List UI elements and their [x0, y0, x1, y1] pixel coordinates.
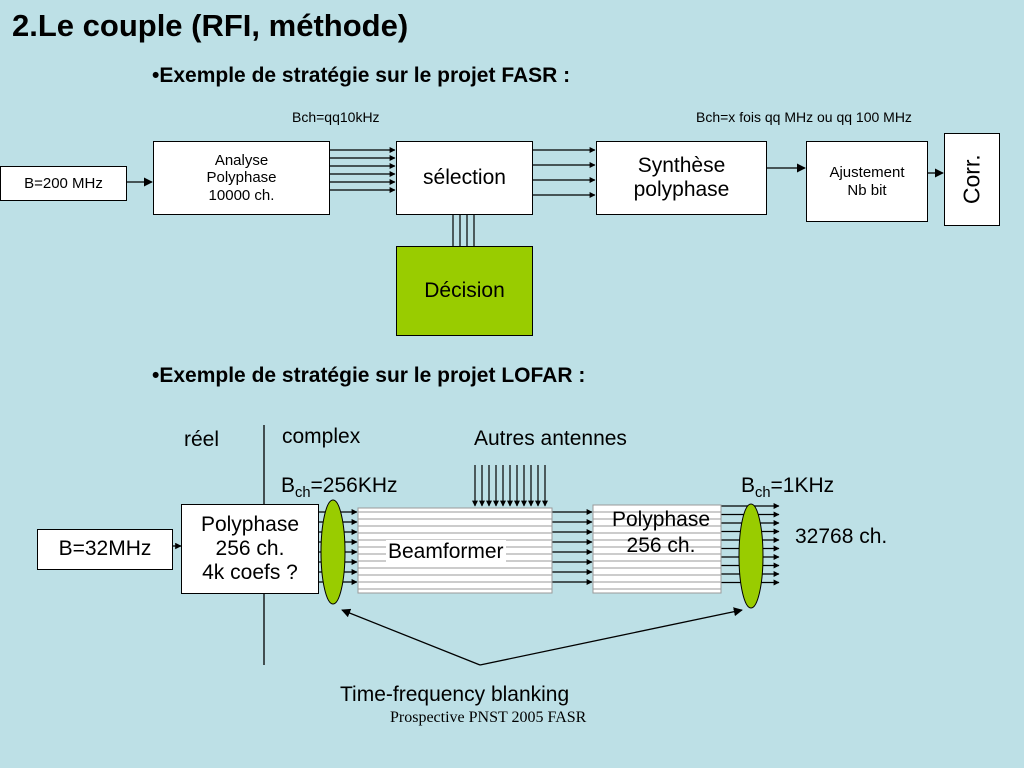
fasr-bch-right-label: Bch=x fois qq MHz ou qq 100 MHz: [696, 109, 912, 125]
fasr-adjust-label: Ajustement Nb bit: [829, 164, 905, 199]
fasr-adjust-box: Ajustement Nb bit: [806, 141, 928, 222]
fasr-selection-box: sélection: [396, 141, 533, 215]
lofar-input-box: B=32MHz: [37, 529, 173, 570]
fasr-synthesis-box: Synthèse polyphase: [596, 141, 767, 215]
lofar-bch1-sub: ch: [295, 485, 311, 502]
footer-text: Prospective PNST 2005 FASR: [390, 709, 587, 726]
blanking-ellipse-left: [320, 499, 346, 605]
fasr-decision-label: Décision: [424, 278, 505, 302]
fasr-corr-box: Corr.: [944, 133, 1000, 226]
page-title: 2.Le couple (RFI, méthode): [12, 8, 409, 43]
lofar-polyphase1-label: Polyphase 256 ch. 4k coefs ?: [200, 512, 300, 585]
fasr-heading: •Exemple de stratégie sur le projet FASR…: [152, 64, 571, 87]
lofar-bch-256-label: Bch=256KHz: [281, 474, 398, 501]
fasr-analysis-label: Analyse Polyphase 10000 ch.: [206, 152, 277, 204]
bus-beamformer-polyphase2: [552, 509, 593, 585]
fasr-input-box: B=200 MHz: [0, 166, 127, 201]
fasr-analysis-box: Analyse Polyphase 10000 ch.: [153, 141, 330, 215]
fasr-synthesis-label: Synthèse polyphase: [633, 153, 730, 201]
bus-selection-synthesis: [533, 147, 596, 198]
bus-analysis-selection: [330, 147, 396, 193]
arrow-blanking-left: [341, 608, 481, 666]
lofar-heading: •Exemple de stratégie sur le projet LOFA…: [152, 364, 586, 387]
fasr-heading-text: Exemple de stratégie sur le projet FASR …: [159, 64, 571, 87]
lofar-beamformer-label: Beamformer: [386, 540, 506, 564]
lofar-bch2-sub: ch: [755, 485, 771, 502]
lofar-heading-text: Exemple de stratégie sur le projet LOFAR…: [159, 364, 586, 387]
lofar-polyphase1-box: Polyphase 256 ch. 4k coefs ?: [181, 504, 319, 594]
blanking-ellipse-right: [738, 503, 764, 609]
lofar-bch2-suffix: =1KHz: [770, 474, 835, 497]
polyphase2-box: [592, 504, 722, 594]
lofar-bch2-prefix: B: [741, 474, 756, 497]
lofar-input-label: B=32MHz: [58, 537, 152, 561]
lofar-bch-1k-label: Bch=1KHz: [741, 474, 834, 501]
polyphase2-channel-lines: [593, 511, 721, 590]
lofar-channels-label: 32768 ch.: [795, 525, 888, 548]
bus-other-antennas: [472, 465, 548, 507]
arrow-blanking-right: [479, 607, 743, 666]
fasr-bch-left-label: Bch=qq10kHz: [292, 109, 380, 125]
fasr-selection-label: sélection: [423, 165, 506, 189]
lofar-other-antennas-label: Autres antennes: [474, 427, 627, 450]
lofar-bch1-suffix: =256KHz: [310, 474, 398, 497]
lofar-bch1-prefix: B: [281, 474, 296, 497]
lofar-blanking-label: Time-frequency blanking: [340, 683, 570, 706]
lofar-complex-label: complex: [282, 425, 361, 448]
lofar-real-label: réel: [184, 428, 220, 451]
fasr-decision-box: Décision: [396, 246, 533, 336]
fasr-input-label: B=200 MHz: [24, 174, 103, 192]
lofar-polyphase2-label: Polyphase 256 ch.: [611, 508, 711, 558]
fasr-corr-label: Corr.: [958, 154, 985, 205]
